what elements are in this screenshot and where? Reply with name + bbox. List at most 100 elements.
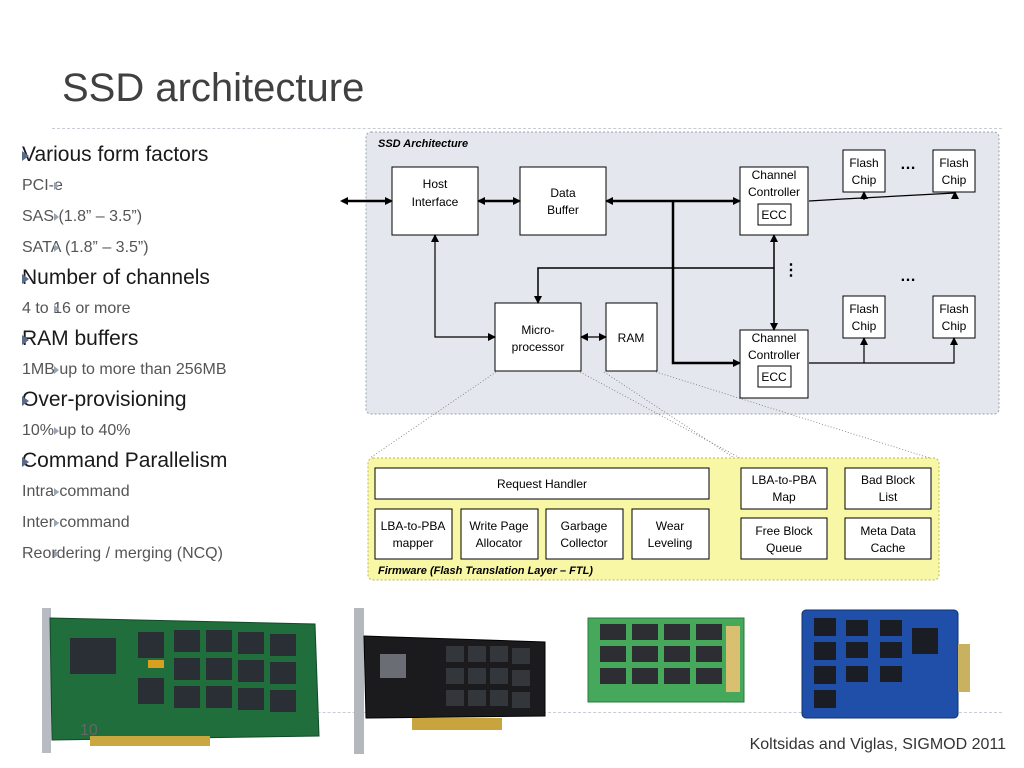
svg-text:Data: Data xyxy=(550,186,576,200)
svg-text:Channel: Channel xyxy=(752,168,797,182)
bullet-channels: Number of channels xyxy=(22,266,210,289)
svg-text:processor: processor xyxy=(512,340,565,354)
svg-text:RAM: RAM xyxy=(618,331,645,345)
sub-bullet-arrow-icon xyxy=(54,366,59,374)
page-number: 10 xyxy=(80,722,98,739)
svg-text:Wear: Wear xyxy=(656,519,684,533)
svg-text:Queue: Queue xyxy=(766,541,802,555)
bullet-command-parallelism: Command Parallelism xyxy=(22,449,228,472)
write-page-allocator-box: Write Page Allocator xyxy=(460,508,539,560)
photo-sata-board-green xyxy=(587,617,745,703)
svg-text:Channel: Channel xyxy=(752,331,797,345)
svg-text:Allocator: Allocator xyxy=(476,536,523,550)
microprocessor-box: Micro- processor xyxy=(494,302,582,372)
svg-text:Garbage: Garbage xyxy=(561,519,608,533)
bullet-arrow-icon xyxy=(22,457,29,467)
bullet-arrow-icon xyxy=(22,151,29,161)
sub-bullet-arrow-icon xyxy=(54,427,59,435)
svg-text:Cache: Cache xyxy=(871,541,906,555)
architecture-title: SSD Architecture xyxy=(378,138,468,150)
sub-bullet: SAS (1.8” – 3.5”) xyxy=(22,208,143,225)
sub-bullet: Reordering / merging (NCQ) xyxy=(22,545,223,562)
sub-bullet: 10% up to 40% xyxy=(22,422,131,439)
svg-text:Flash: Flash xyxy=(849,302,878,316)
wear-leveling-box: Wear Leveling xyxy=(631,508,710,560)
firmware-title: Firmware (Flash Translation Layer – FTL) xyxy=(378,565,593,577)
bullet-arrow-icon xyxy=(22,274,29,284)
svg-text:Map: Map xyxy=(772,490,796,504)
ellipsis-top: … xyxy=(900,156,916,173)
sub-bullet-arrow-icon xyxy=(54,550,59,558)
photo-pcie-card-black xyxy=(354,608,546,754)
bullet-form-factors: Various form factors xyxy=(22,143,209,166)
svg-text:Leveling: Leveling xyxy=(648,536,693,550)
channel-controller-top: Channel Controller ECC xyxy=(739,166,809,236)
sub-bullet-arrow-icon xyxy=(54,244,59,252)
photo-ssd-board-blue xyxy=(801,609,970,719)
garbage-collector-box: Garbage Collector xyxy=(545,508,624,560)
bullet-ram-buffers: RAM buffers xyxy=(22,327,139,350)
svg-text:ECC: ECC xyxy=(761,208,787,222)
free-block-queue-box: Free Block Queue xyxy=(740,517,828,560)
svg-text:Chip: Chip xyxy=(852,173,877,187)
svg-text:Interface: Interface xyxy=(412,195,459,209)
svg-text:List: List xyxy=(879,490,898,504)
host-interface-box: Host Interface xyxy=(391,166,479,236)
meta-data-cache-box: Meta Data Cache xyxy=(844,517,932,560)
connections xyxy=(340,191,959,367)
ellipsis-middle: … xyxy=(900,268,916,285)
svg-text:LBA-to-PBA: LBA-to-PBA xyxy=(752,473,817,487)
bullet-arrow-icon xyxy=(22,396,29,406)
slide-title: SSD architecture xyxy=(62,66,365,110)
svg-text:Controller: Controller xyxy=(748,185,800,199)
sub-bullet: PCI-e xyxy=(22,177,63,194)
svg-text:Meta Data: Meta Data xyxy=(860,524,916,538)
svg-text:Host: Host xyxy=(423,177,448,191)
flash-chip-1: Flash Chip xyxy=(842,149,886,193)
svg-text:Collector: Collector xyxy=(560,536,607,550)
ram-box: RAM xyxy=(605,302,658,372)
sub-bullet: SATA (1.8” – 3.5”) xyxy=(22,239,149,256)
channel-controller-bottom: Channel Controller ECC xyxy=(739,329,809,399)
bullet-list: Various form factors PCI-e SAS (1.8” – 3… xyxy=(22,140,352,569)
sub-bullet: 4 to 16 or more xyxy=(22,300,131,317)
ecc-box xyxy=(757,365,792,388)
flash-chip-4: Flash Chip xyxy=(932,295,976,339)
request-handler-box: Request Handler xyxy=(374,467,710,500)
svg-text:Write Page: Write Page xyxy=(469,519,528,533)
svg-text:mapper: mapper xyxy=(393,536,434,550)
svg-text:Chip: Chip xyxy=(942,319,967,333)
bullet-over-provisioning: Over-provisioning xyxy=(22,388,187,411)
lba-map-box: LBA-to-PBA Map xyxy=(740,467,828,510)
svg-text:Free Block: Free Block xyxy=(755,524,813,538)
flash-chip-3: Flash Chip xyxy=(842,295,886,339)
sub-bullet-arrow-icon xyxy=(54,519,59,527)
bullet-arrow-icon xyxy=(22,335,29,345)
projection-lines xyxy=(369,371,937,466)
sub-bullet-arrow-icon xyxy=(54,305,59,313)
credit-line: Koltsidas and Viglas, SIGMOD 2011 xyxy=(749,736,1006,753)
svg-text:Micro-: Micro- xyxy=(521,323,554,337)
svg-text:Chip: Chip xyxy=(942,173,967,187)
sub-bullet: Intra-command xyxy=(22,483,130,500)
svg-text:Flash: Flash xyxy=(849,156,878,170)
svg-text:Chip: Chip xyxy=(852,319,877,333)
svg-text:LBA-to-PBA: LBA-to-PBA xyxy=(381,519,446,533)
sub-bullet: Inter-command xyxy=(22,514,130,531)
svg-text:Controller: Controller xyxy=(748,348,800,362)
flash-chip-2: Flash Chip xyxy=(932,149,976,193)
title-divider xyxy=(52,128,1002,129)
svg-text:Bad Block: Bad Block xyxy=(861,473,916,487)
sub-bullet-arrow-icon xyxy=(54,488,59,496)
photo-pcie-card-green xyxy=(42,608,320,753)
svg-text:Buffer: Buffer xyxy=(547,203,579,217)
svg-text:Flash: Flash xyxy=(939,156,968,170)
svg-text:ECC: ECC xyxy=(761,370,787,384)
bad-block-list-box: Bad Block List xyxy=(844,467,932,510)
svg-text:Flash: Flash xyxy=(939,302,968,316)
svg-text:Request Handler: Request Handler xyxy=(497,477,587,491)
ecc-box xyxy=(757,203,792,226)
lba-mapper-box: LBA-to-PBA mapper xyxy=(374,508,453,560)
sub-bullet: 1MB up to more than 256MB xyxy=(22,361,227,378)
